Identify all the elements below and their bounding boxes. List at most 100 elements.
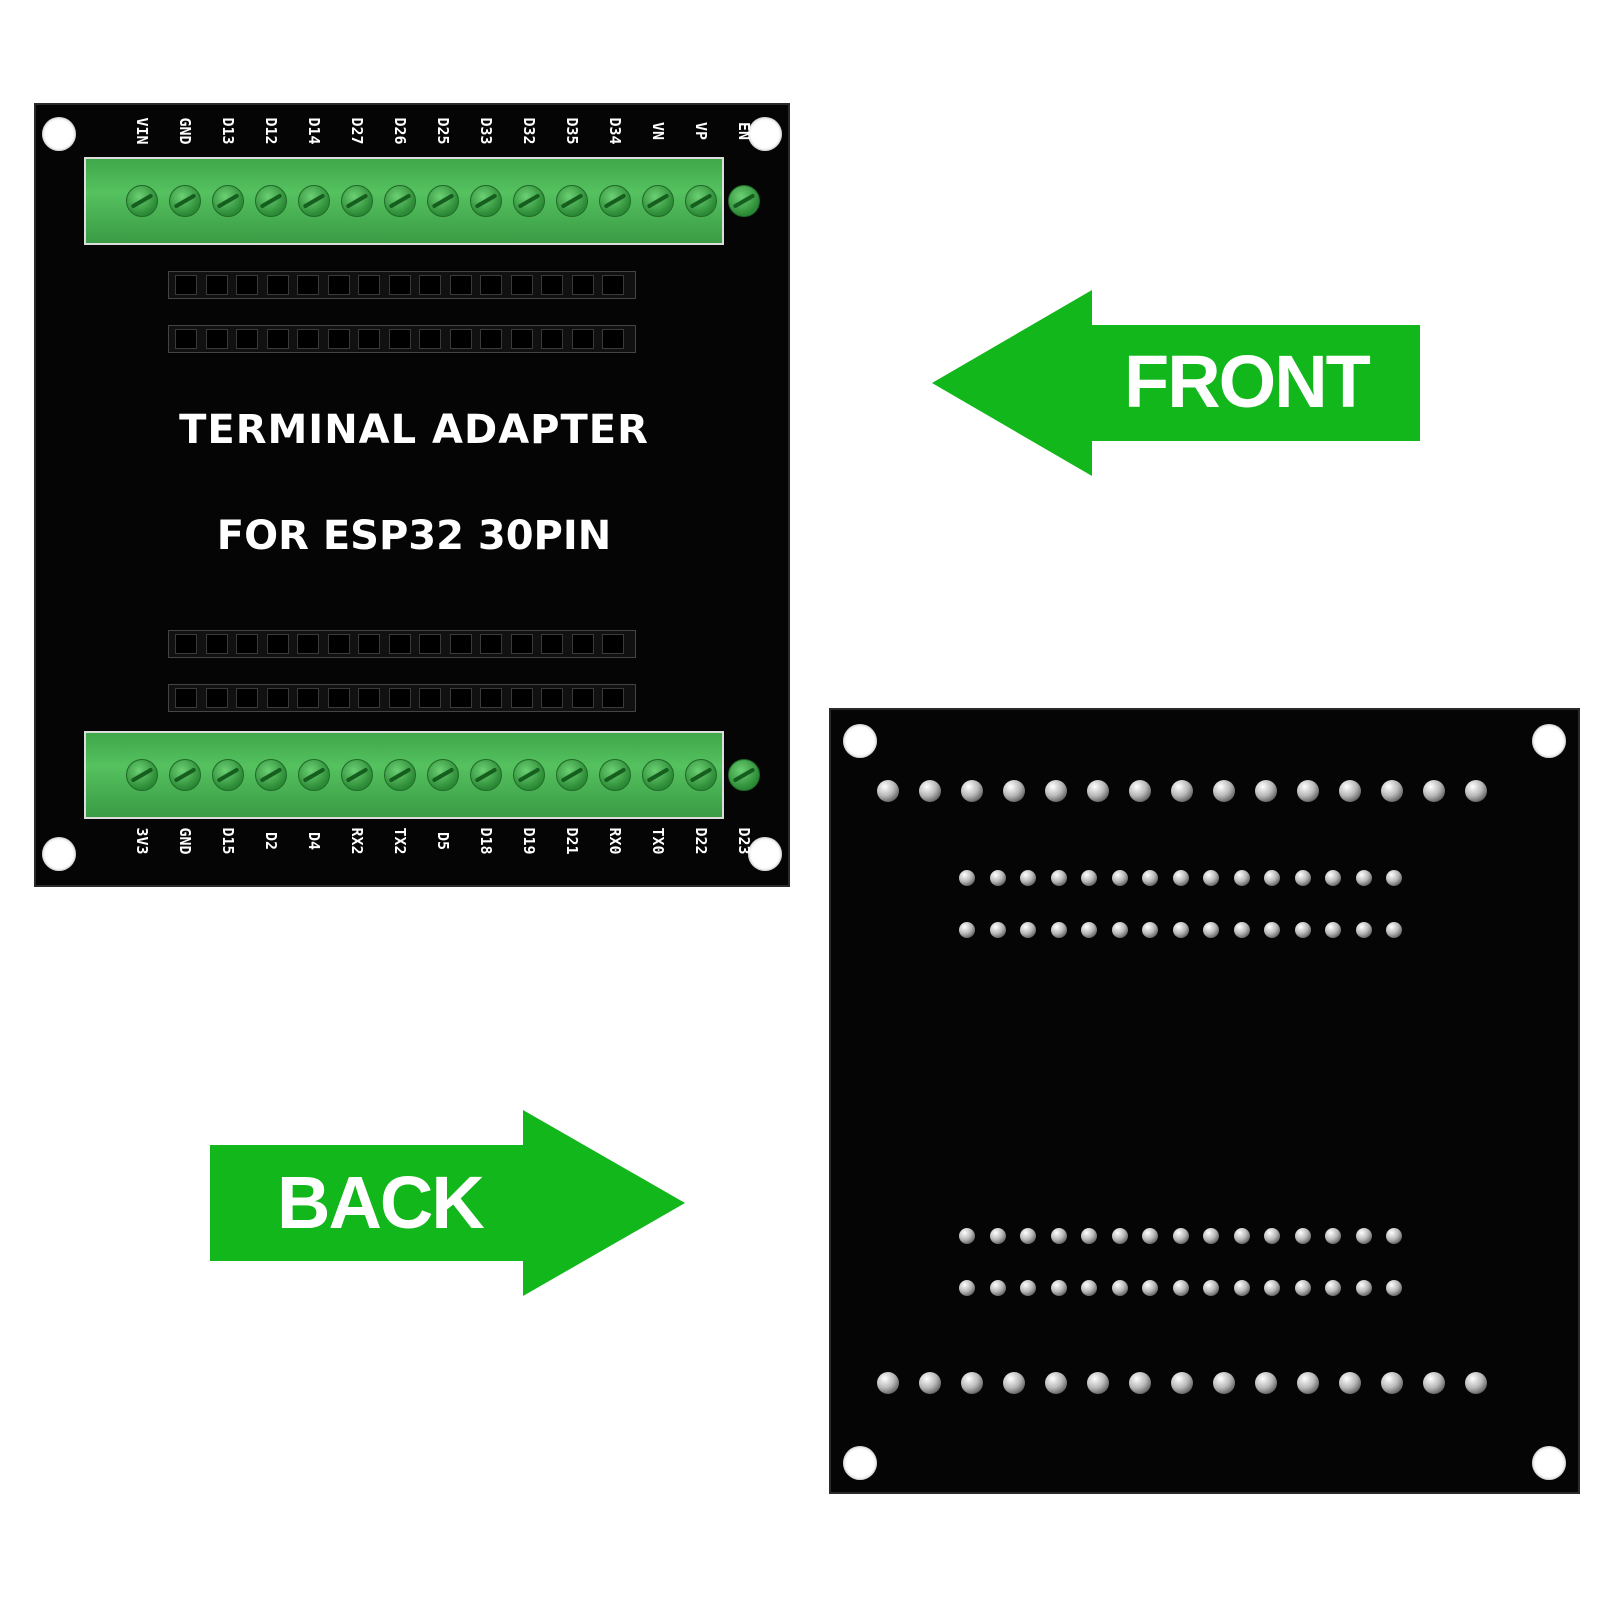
pin-label: D13 — [219, 117, 237, 145]
terminal-screw — [728, 759, 760, 791]
header-socket — [541, 275, 563, 295]
terminal-screw — [599, 185, 631, 217]
solder-pad — [1045, 780, 1067, 802]
solder-pad — [1111, 1228, 1128, 1244]
header-socket — [388, 329, 411, 349]
solder-pad — [1045, 1372, 1067, 1394]
pin-label: VP — [692, 121, 710, 141]
solder-pad — [1465, 780, 1487, 802]
solder-pad — [1081, 1228, 1097, 1244]
header-socket — [175, 275, 197, 295]
solder-pad — [1081, 870, 1097, 886]
terminal-screw — [341, 759, 373, 791]
solder-pad — [1355, 1280, 1372, 1296]
pin-label: 3V3 — [133, 827, 151, 855]
solder-pad — [1297, 1372, 1319, 1394]
terminal-screw — [642, 759, 674, 791]
solder-pad — [877, 780, 899, 802]
solder-pad — [919, 1372, 941, 1394]
solder-pad — [1423, 780, 1445, 802]
terminal-screw — [513, 185, 545, 217]
terminal-screw — [126, 759, 158, 791]
terminal-screw — [427, 759, 459, 791]
header-socket — [449, 688, 472, 708]
header-socket — [510, 688, 533, 708]
solder-pad — [1386, 870, 1402, 886]
pin-label: D35 — [563, 117, 581, 145]
solder-pad — [1264, 870, 1280, 886]
terminal-screw — [384, 759, 416, 791]
solder-pad — [1386, 922, 1402, 938]
terminal-screw — [470, 185, 502, 217]
header-socket — [175, 688, 197, 708]
solder-pad — [1325, 1280, 1341, 1296]
solder-pad — [1172, 1280, 1189, 1296]
solder-pad — [959, 922, 975, 938]
solder-pad — [1294, 1228, 1311, 1244]
mount-hole — [42, 117, 76, 151]
pin-label: D19 — [520, 827, 538, 855]
solder-pad — [1213, 1372, 1235, 1394]
header-socket — [602, 329, 624, 349]
solder-pad — [1339, 1372, 1361, 1394]
female-header-row — [168, 630, 636, 658]
header-socket — [236, 688, 258, 708]
terminal-screw — [685, 185, 717, 217]
header-socket — [236, 634, 258, 654]
header-socket — [327, 688, 350, 708]
header-socket — [266, 634, 289, 654]
solder-pad — [1142, 870, 1158, 886]
solder-pad — [1081, 922, 1097, 938]
pin-label: D23 — [735, 827, 753, 855]
header-socket — [571, 634, 594, 654]
solder-pad — [1233, 922, 1250, 938]
header-socket — [419, 634, 441, 654]
solder-pad — [1355, 870, 1372, 886]
header-socket — [236, 329, 258, 349]
header-socket — [541, 634, 563, 654]
pin-label: VIN — [133, 117, 151, 145]
solder-pad — [1325, 1228, 1341, 1244]
header-socket — [419, 688, 441, 708]
solder-pad — [1050, 1228, 1067, 1244]
solder-pad — [1381, 1372, 1403, 1394]
header-socket — [602, 275, 624, 295]
pin-label: GND — [176, 827, 194, 855]
solder-pad — [1264, 1228, 1280, 1244]
terminal-screw — [470, 759, 502, 791]
solder-pad — [1142, 1228, 1158, 1244]
solder-pad — [1050, 922, 1067, 938]
solder-pad — [961, 780, 983, 802]
header-socket — [480, 329, 502, 349]
solder-pad — [1020, 1228, 1036, 1244]
bottom-terminal-block — [84, 731, 760, 819]
header-socket — [358, 634, 380, 654]
solder-pad — [919, 780, 941, 802]
terminal-screw — [341, 185, 373, 217]
pin-label: D5 — [434, 831, 452, 851]
solder-pad — [1003, 780, 1025, 802]
header-socket — [327, 634, 350, 654]
female-header-row — [168, 684, 636, 712]
top-terminal-block — [84, 157, 760, 245]
solder-pad — [1003, 1372, 1025, 1394]
solder-pad — [1294, 870, 1311, 886]
board-title-line1: TERMINAL ADAPTER — [179, 407, 649, 453]
terminal-screw — [513, 759, 545, 791]
header-socket — [266, 329, 289, 349]
pin-label: TX2 — [391, 827, 409, 855]
terminal-screw — [169, 185, 201, 217]
solder-pad — [989, 870, 1006, 886]
pin-label: D25 — [434, 117, 452, 145]
pin-label: D15 — [219, 827, 237, 855]
header-socket — [602, 688, 624, 708]
solder-pad — [1203, 1228, 1219, 1244]
solder-pad — [1325, 922, 1341, 938]
mount-hole — [843, 1446, 877, 1480]
solder-pad — [1111, 870, 1128, 886]
solder-pad — [959, 1228, 975, 1244]
board-title-line2: FOR ESP32 30PIN — [216, 513, 612, 559]
header-socket — [175, 634, 197, 654]
